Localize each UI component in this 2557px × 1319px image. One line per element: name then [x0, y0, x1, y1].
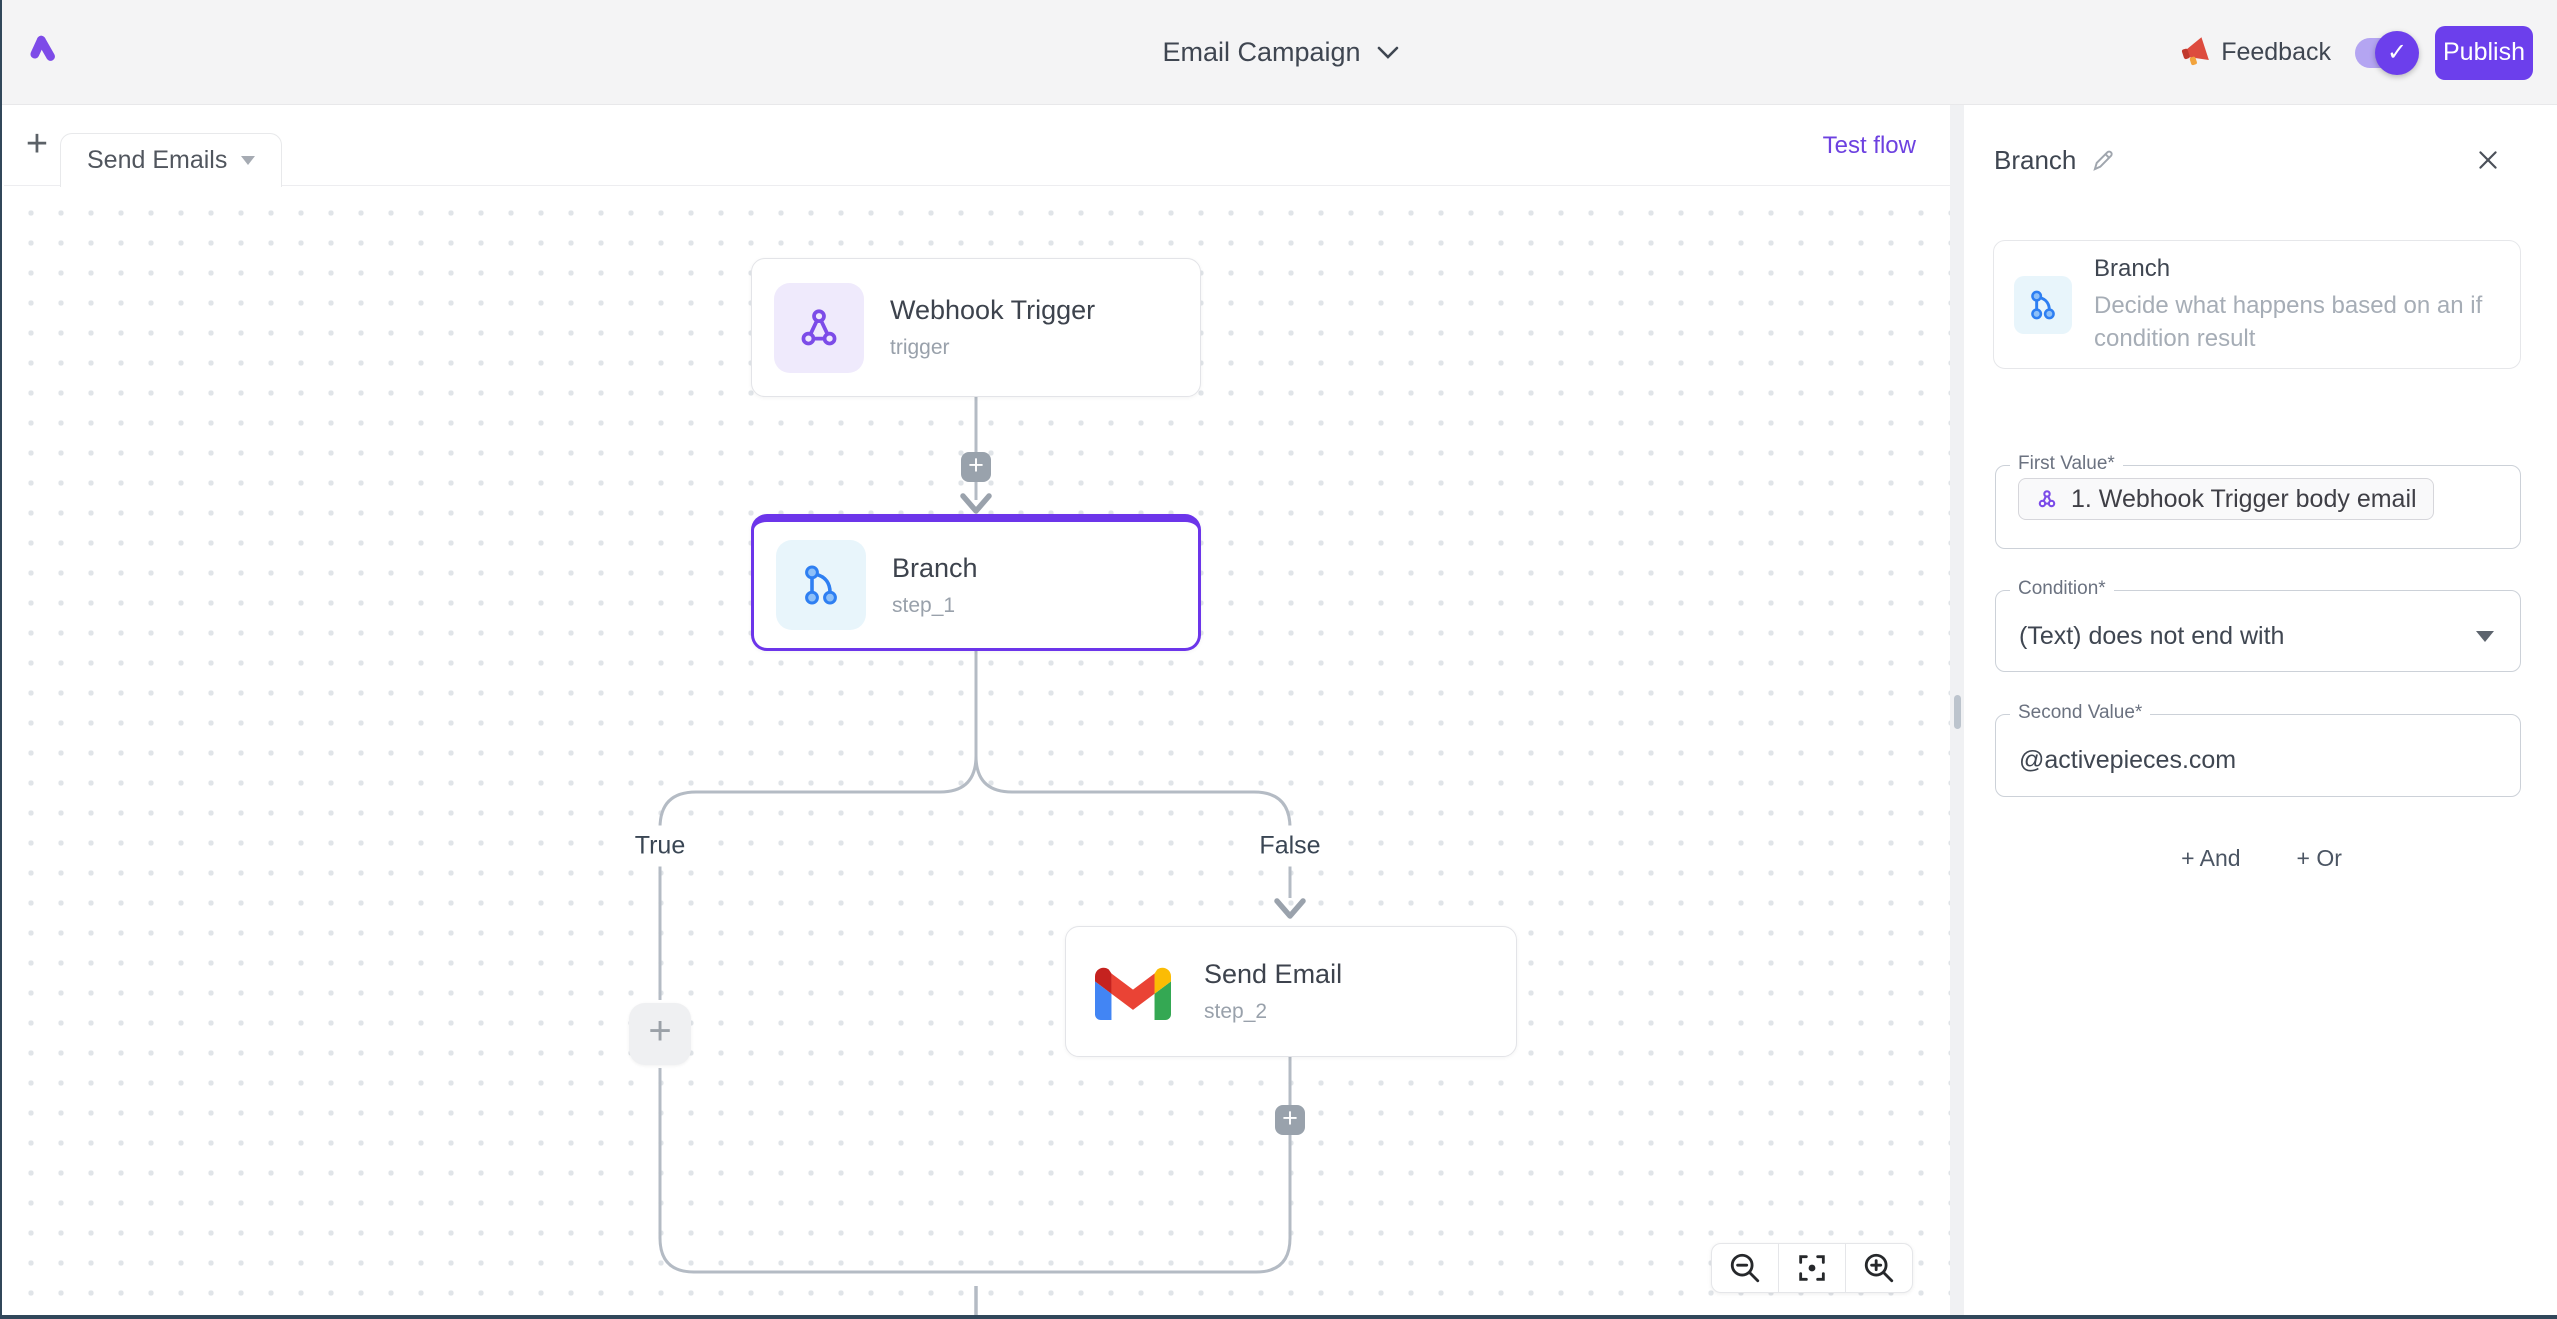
dropdown-caret-icon [2476, 631, 2494, 642]
node-subtitle: trigger [890, 336, 1095, 360]
node-webhook-trigger[interactable]: Webhook Trigger trigger [751, 258, 1201, 397]
node-title: Send Email [1204, 959, 1342, 990]
webhook-icon [2035, 487, 2059, 511]
condition-label: Condition* [2010, 578, 2114, 600]
panel-title: Branch [1994, 145, 2076, 176]
condition-value: (Text) does not end with [2019, 622, 2284, 651]
node-subtitle: step_1 [892, 594, 978, 618]
fit-view-icon [1795, 1251, 1829, 1285]
zoom-in-icon [1862, 1251, 1896, 1285]
first-value-field[interactable]: First Value* 1. Webhook Trigger body ema… [1995, 465, 2521, 549]
add-step-button[interactable]: + [1275, 1105, 1305, 1135]
condition-select[interactable]: Condition* (Text) does not end with [1995, 590, 2521, 672]
flow-title-dropdown[interactable]: Email Campaign [1162, 0, 1398, 105]
branch-false-label: False [1245, 826, 1334, 867]
feedback-button[interactable]: Feedback [2179, 37, 2331, 69]
topbar-actions: Feedback ✓ Publish [2179, 0, 2533, 105]
panel-header: Branch [1994, 145, 2116, 176]
condition-actions: + And + Or [1964, 845, 2557, 872]
test-flow-link[interactable]: Test flow [1823, 105, 1916, 186]
flow-title: Email Campaign [1162, 37, 1360, 68]
megaphone-icon [2179, 37, 2211, 69]
zoom-out-button[interactable] [1712, 1244, 1778, 1292]
second-value-label: Second Value* [2010, 702, 2150, 724]
edit-pencil-icon[interactable] [2090, 148, 2116, 174]
add-step-placeholder-true-branch[interactable]: + [629, 1003, 691, 1065]
chevron-down-icon[interactable] [241, 156, 255, 165]
branch-true-label: True [621, 826, 699, 867]
branch-icon [776, 540, 866, 630]
webhook-icon [774, 283, 864, 373]
token-text: 1. Webhook Trigger body email [2071, 485, 2417, 514]
second-value-field[interactable]: Second Value* @activepieces.com [1995, 714, 2521, 797]
second-value-text: @activepieces.com [2019, 746, 2236, 775]
add-step-button[interactable]: + [961, 452, 991, 482]
toggle-check-icon: ✓ [2375, 31, 2419, 75]
chevron-down-icon [1377, 46, 1399, 59]
zoom-in-button[interactable] [1845, 1244, 1912, 1292]
branch-icon [2014, 276, 2072, 334]
fit-view-button[interactable] [1778, 1244, 1845, 1292]
piece-info-card: Branch Decide what happens based on an i… [1993, 240, 2521, 369]
canvas-zoom-controls [1711, 1243, 1913, 1293]
flow-tab-send-emails[interactable]: Send Emails [60, 133, 282, 187]
activepieces-logo-icon[interactable] [22, 32, 64, 74]
gmail-icon [1088, 947, 1178, 1037]
node-branch[interactable]: Branch step_1 [751, 514, 1201, 651]
add-and-button[interactable]: + And [2181, 845, 2240, 872]
publish-button[interactable]: Publish [2435, 26, 2533, 80]
first-value-label: First Value* [2010, 453, 2123, 475]
add-or-button[interactable]: + Or [2297, 845, 2342, 872]
add-flow-tab-button[interactable]: + [20, 129, 54, 163]
flow-tab-label: Send Emails [87, 146, 227, 175]
node-send-email[interactable]: Send Email step_2 [1065, 926, 1517, 1057]
flow-enabled-toggle[interactable]: ✓ [2355, 38, 2411, 68]
piece-description: Decide what happens based on an if condi… [2094, 289, 2500, 355]
top-app-bar: Email Campaign Feedback ✓ Publish [2, 0, 2557, 105]
piece-name: Branch [2094, 255, 2500, 283]
webhook-data-token[interactable]: 1. Webhook Trigger body email [2018, 478, 2434, 520]
node-title: Branch [892, 553, 978, 584]
panel-scrollbar-thumb[interactable] [1954, 695, 1961, 729]
node-title: Webhook Trigger [890, 295, 1095, 326]
feedback-label: Feedback [2221, 38, 2331, 67]
node-subtitle: step_2 [1204, 1000, 1342, 1024]
zoom-out-icon [1728, 1251, 1762, 1285]
close-icon[interactable] [2475, 147, 2501, 173]
flow-tabs-bar: + Send Emails Test flow [4, 105, 1950, 186]
step-settings-panel: Branch Branch Decide what happ [1964, 105, 2557, 1319]
